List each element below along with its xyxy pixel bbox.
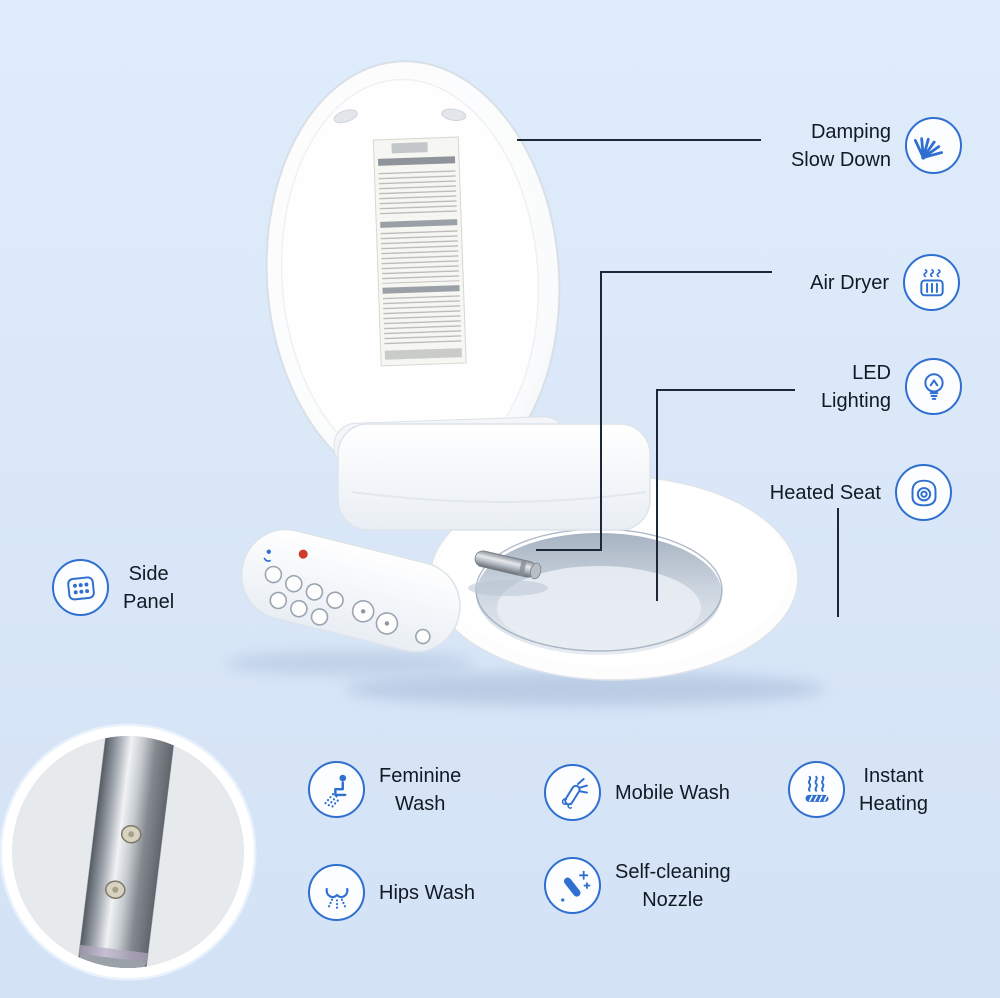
feature-instant-heating: Instant Heating [788,761,928,818]
feature-label: Instant Heating [859,762,928,818]
label-line: Side [128,562,169,585]
instant-heating-icon [788,761,845,818]
feature-hips-wash: Hips Wash [308,864,475,921]
callout-label: Heated Seat [770,479,881,507]
feature-self-cleaning-nozzle: Self-cleaning Nozzle [544,857,731,914]
instruction-sticker [372,136,467,367]
label-line: Slow Down [790,148,891,171]
label-line: Panel [123,590,175,613]
light-bulb-icon [905,358,962,415]
callout-label: Side Panel [123,560,174,616]
label-line: Instant [863,764,924,787]
nozzle-closeup-inset [0,723,257,981]
callout-label: Damping Slow Down [791,118,891,174]
feature-label: Self-cleaning Nozzle [615,858,731,914]
label-line: Self-cleaning [615,860,731,883]
callout-damping-slow-down: Damping Slow Down [791,117,962,174]
lid [265,60,561,494]
label-line: Heated Seat [769,481,881,504]
label-line: Mobile Wash [615,781,730,804]
callout-label: LED Lighting [821,359,891,415]
label-line: Nozzle [642,888,704,911]
label-line: Heating [859,792,928,815]
air-dryer-icon [903,254,960,311]
fan-damping-icon [905,117,962,174]
label-line: Wash [394,792,446,815]
feminine-wash-icon [308,761,365,818]
callout-led-lighting: LED Lighting [821,358,962,415]
callout-side-panel: Side Panel [52,559,174,616]
callout-air-dryer: Air Dryer [810,254,960,311]
hips-wash-icon [308,864,365,921]
label-line: LED [852,361,891,384]
feature-label: Mobile Wash [615,779,730,807]
feature-label: Hips Wash [379,879,475,907]
side-control-panel [240,528,461,653]
feature-feminine-wash: Feminine Wash [308,761,461,818]
callout-label: Air Dryer [810,269,889,297]
label-line: Feminine [379,764,462,787]
wash-nozzle [474,550,542,580]
label-line: Lighting [820,389,891,412]
control-panel-icon [52,559,109,616]
label-line: Air Dryer [810,271,889,294]
feature-mobile-wash: Mobile Wash [544,764,730,821]
label-line: Hips Wash [379,881,475,904]
label-line: Damping [810,120,891,143]
self-clean-nozzle-icon [544,857,601,914]
mobile-wash-icon [544,764,601,821]
callout-heated-seat: Heated Seat [770,464,952,521]
feature-label: Feminine Wash [379,762,461,818]
heated-seat-icon [895,464,952,521]
